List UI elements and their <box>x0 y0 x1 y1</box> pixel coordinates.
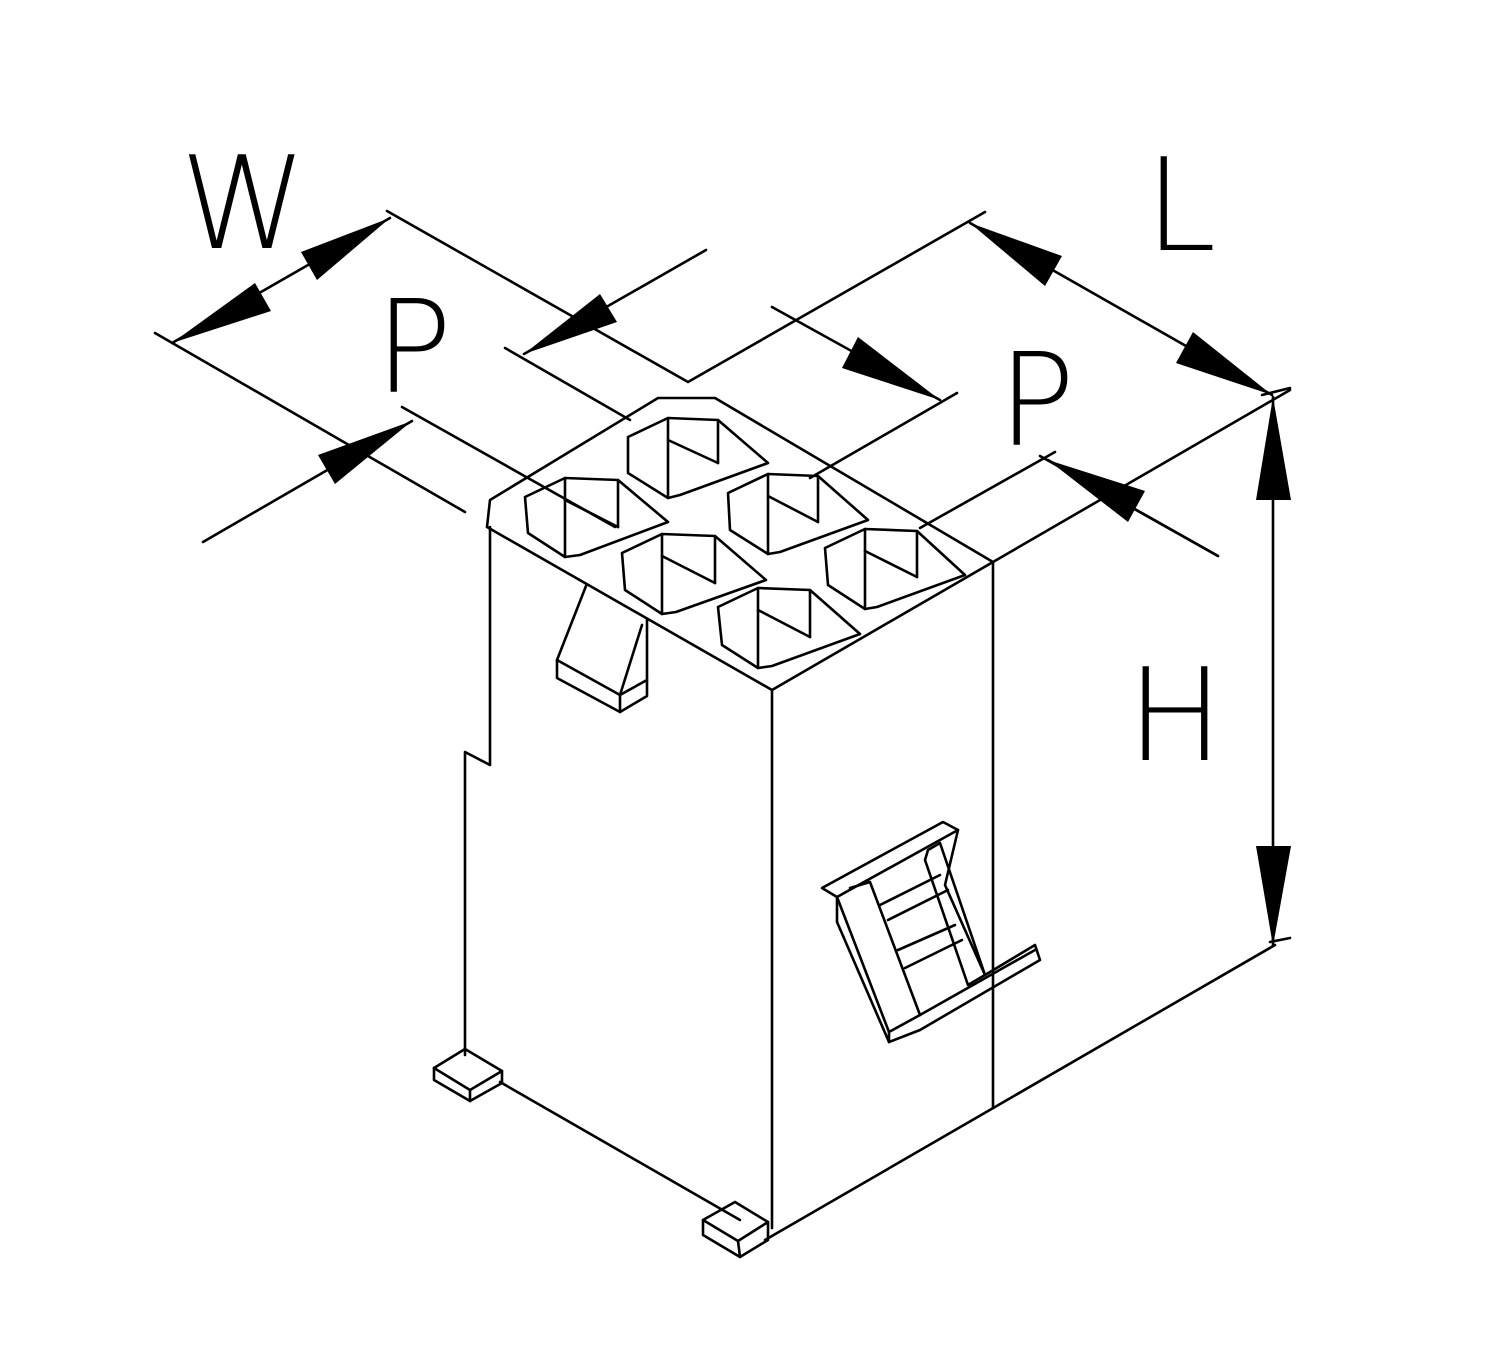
standoff-peg <box>701 1200 770 1259</box>
arrowhead <box>318 421 412 484</box>
dimension-label-l: L <box>1145 132 1216 281</box>
standoff-peg <box>432 1047 504 1103</box>
arrowhead <box>1256 397 1291 500</box>
arrowhead <box>172 283 271 343</box>
locking-latch <box>820 820 1042 1044</box>
dimension-P-right <box>842 337 1220 558</box>
dimension-W <box>170 216 392 345</box>
cavity <box>620 532 768 616</box>
cavity <box>716 586 862 670</box>
terminal-cavities <box>523 416 967 670</box>
cavity <box>726 472 870 556</box>
cavity <box>626 416 770 500</box>
dimension-label-p-left: P <box>375 274 452 423</box>
dimension-H <box>1256 395 1291 948</box>
housing-left-face <box>463 525 492 1057</box>
arrowhead <box>970 223 1062 286</box>
arrowhead <box>301 218 390 280</box>
extension-lines <box>153 209 1292 944</box>
cavity <box>823 527 967 611</box>
arrowhead <box>1256 846 1291 946</box>
dimension-label-p-right: P <box>998 327 1075 476</box>
arrowhead <box>1048 460 1145 522</box>
housing-bottom-right-edge <box>763 943 1277 1242</box>
connector-housing <box>463 396 1277 1242</box>
dimension-label-h: H <box>1127 642 1223 791</box>
latch-ramp <box>555 584 649 714</box>
dimension-P-left <box>201 248 708 544</box>
arrowhead <box>1176 332 1272 395</box>
dimension-L <box>968 221 1274 397</box>
standoff-pegs <box>432 1047 770 1259</box>
arrowhead <box>842 337 940 400</box>
dimension-label-w: W <box>180 130 307 279</box>
housing-bottom-left-edge <box>498 1080 742 1222</box>
arrowhead <box>524 294 617 354</box>
